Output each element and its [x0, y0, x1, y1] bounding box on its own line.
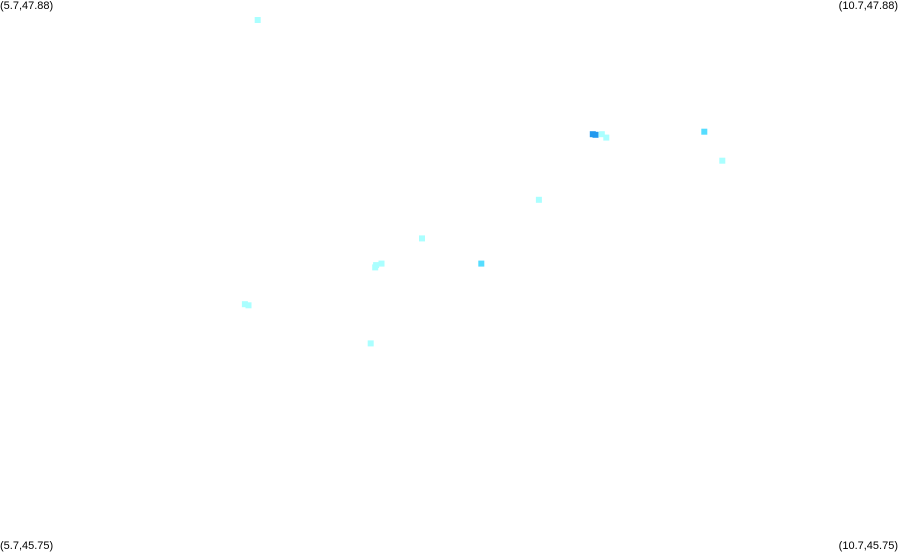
data-point-5 [603, 134, 610, 141]
data-point-14 [245, 302, 252, 309]
data-point-1 [701, 128, 708, 135]
corner-label-top-right: (10.7,47.88) [838, 0, 898, 12]
data-point-6 [719, 157, 726, 164]
data-point-10 [378, 260, 385, 267]
data-point-4 [598, 131, 605, 138]
data-point-12 [372, 264, 379, 271]
data-point-13 [241, 301, 248, 308]
data-point-7 [535, 196, 542, 203]
data-point-9 [478, 260, 485, 267]
corner-label-bottom-left: (5.7,45.75) [0, 540, 54, 552]
corner-label-top-left: (5.7,47.88) [0, 0, 54, 12]
corner-label-bottom-right: (10.7,45.75) [838, 540, 898, 552]
data-point-15 [367, 340, 374, 347]
data-point-0 [254, 17, 261, 23]
data-point-8 [419, 235, 425, 242]
data-point-3 [592, 131, 599, 138]
data-points-layer [241, 17, 726, 347]
